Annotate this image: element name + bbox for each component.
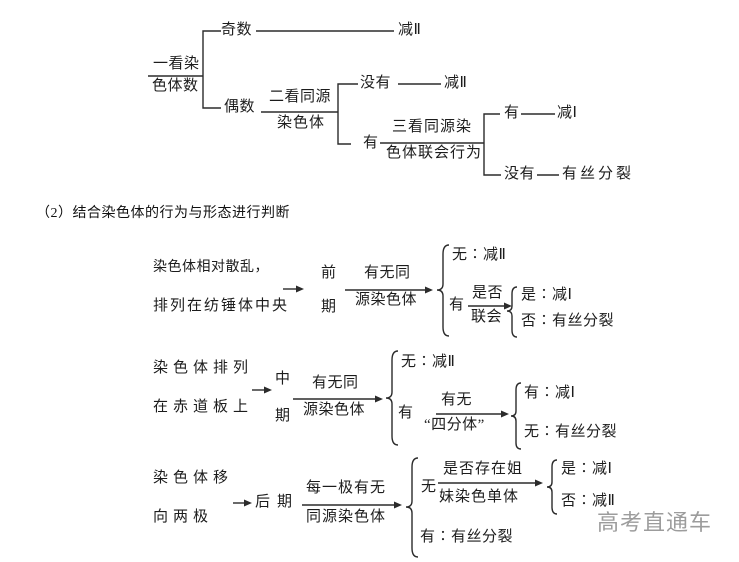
r3-check-line1: 每一极有无 [306,480,387,496]
r1-no-result: 无∶减Ⅱ [452,247,507,263]
r3-subcheck-line1: 是否存在姐 [443,461,524,477]
r3-no-label: 无 [421,479,437,495]
r1-subcheck-line2: 联会 [471,309,503,325]
arrowhead-icon [504,302,512,310]
r3-phase-label: 后期 [255,494,300,510]
r2-sub-no-result: 无∶有丝分裂 [524,424,618,440]
arrowhead-icon [296,285,304,293]
r1-phase-char1: 前 [321,265,337,281]
r2-sub-yes-result: 有∶减Ⅰ [524,385,576,401]
p1-pair-no-label: 没有 [504,166,536,182]
p1-even-label: 偶数 [224,99,256,115]
part1-lines [148,30,559,176]
brace [436,244,450,337]
r3-yes-result: 有∶有丝分裂 [420,529,514,545]
arrowhead-icon [394,501,402,509]
r2-check-line1: 有无同 [312,375,359,391]
row3-lines [233,457,558,558]
p1-pair-yes-result: 减Ⅰ [557,105,578,121]
r3-check-line2: 同源染色体 [306,509,387,525]
r1-sub-no-result: 否∶有丝分裂 [521,313,615,329]
r2-phase-char2: 期 [275,408,291,424]
p1-pair-no-result: 有丝分裂 [562,166,635,182]
r1-phase-char2: 期 [321,299,337,315]
p1-check2-line2: 染色体 [277,115,326,131]
r3-subcheck-line2: 妹染色单体 [439,489,520,505]
watermark: 高考直通车 [597,510,713,535]
r2-subcheck-line1: 有无 [441,392,473,408]
arrowhead-icon [501,410,509,418]
r2-subcheck-line2: “四分体” [424,417,485,433]
p1-no-homolog-result: 减Ⅱ [444,75,468,91]
r1-subcheck-line1: 是否 [472,285,504,301]
r1-yes-label: 有 [449,297,465,313]
arrowhead-icon [264,386,272,394]
r2-no-result: 无∶减Ⅱ [401,354,456,370]
bracket-level3 [483,113,501,176]
r1-desc-line1: 染色体相对散乱， [153,260,269,275]
arrowhead-icon [535,479,543,487]
brace [546,459,558,515]
p1-pair-yes-label: 有 [504,105,520,121]
r3-sub-no-result: 否∶减Ⅱ [561,493,616,509]
p1-no-homolog-label: 没有 [360,75,392,91]
r3-desc-line2: 向两极 [153,509,214,525]
p1-odd-result: 减Ⅱ [398,22,422,38]
r2-desc-line2: 在赤道板上 [153,399,254,415]
arrowhead-icon [244,499,252,507]
r2-desc-line1: 染色体排列 [153,360,254,376]
brace [405,457,419,558]
r2-yes-label: 有 [398,405,414,421]
arrowhead-icon [375,395,383,403]
p1-root-line1: 一看染 [153,56,200,72]
brace [385,350,399,446]
brace [510,382,522,450]
p1-check2-line1: 二看同源 [269,89,332,105]
brace [506,286,518,338]
r2-check-line2: 源染色体 [303,402,366,418]
r3-desc-line1: 染色体移 [153,470,234,486]
bracket-level2 [337,83,358,145]
p1-has-homolog-label: 有 [363,135,379,151]
p1-check3-line1: 三看同源染 [392,119,473,135]
r1-desc-line2: 排列在纺锤体中央 [153,298,290,314]
arrowhead-icon [425,286,433,294]
r1-check-line2: 源染色体 [355,292,418,308]
r2-phase-char1: 中 [275,371,291,387]
row2-lines [252,350,522,450]
r1-sub-yes-result: 是∶减Ⅰ [521,287,573,303]
bracket-level1 [202,30,221,109]
row1-lines [283,244,518,338]
p1-root-line2: 色体数 [152,78,199,94]
section2-title: （2）结合染色体的行为与形态进行判断 [36,206,290,221]
r3-sub-yes-result: 是∶减Ⅰ [561,461,613,477]
r1-check-line1: 有无同 [364,265,411,281]
p1-check3-line2: 色体联会行为 [386,145,483,161]
p1-odd-label: 奇数 [221,22,253,38]
